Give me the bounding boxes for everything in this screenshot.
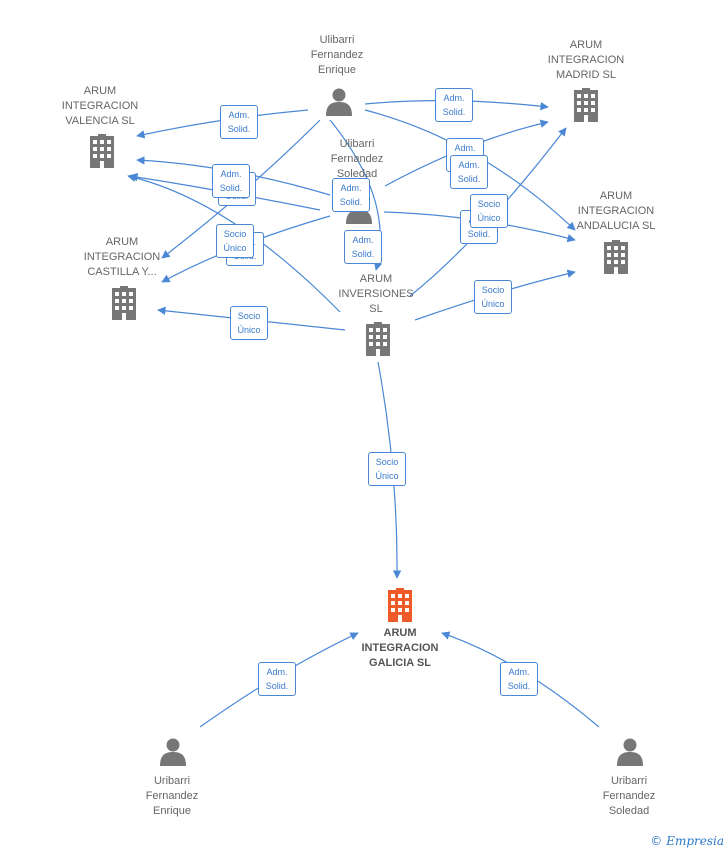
castilla-building-icon[interactable] <box>112 286 136 320</box>
edge-label-socio-unico-14: Socio Único <box>368 452 406 486</box>
edge-label-socio-unico-11: Socio Único <box>470 194 508 228</box>
edge-label-adm-solid-7: Adm. Solid. <box>344 230 382 264</box>
valencia-building-icon[interactable] <box>90 134 114 168</box>
uribarri-enrique-label[interactable]: Uribarri Fernandez Enrique <box>145 775 199 817</box>
edge-label-adm-solid-15: Adm. Solid. <box>258 662 296 696</box>
inversiones-label[interactable]: ARUM INVERSIONES SL <box>338 273 414 315</box>
madrid-building-icon[interactable] <box>574 88 598 122</box>
uribarri-soledad-label[interactable]: Uribarri Fernandez Soledad <box>602 775 656 817</box>
edge-label-socio-unico-12: Socio Único <box>230 306 268 340</box>
edge-label-adm-solid-1: Adm. Solid. <box>435 88 473 122</box>
edge-label-adm-solid-16: Adm. Solid. <box>500 662 538 696</box>
ulibarri-enrique-person-icon[interactable] <box>326 88 352 117</box>
edge-label-socio-unico-10: Socio Único <box>216 224 254 258</box>
galicia-label[interactable]: ARUM INTEGRACION GALICIA SL <box>361 627 439 669</box>
copyright-icon: © <box>650 834 663 848</box>
castilla-label[interactable]: ARUM INTEGRACION CASTILLA Y... <box>83 236 161 278</box>
edge-label-adm-solid-3: Adm. Solid. <box>212 164 250 198</box>
edge-label-adm-solid-6: Adm. Solid. <box>450 155 488 189</box>
ulibarri-enrique-label[interactable]: Ulibarri Fernandez Enrique <box>310 34 364 76</box>
uribarri-enrique-person-icon[interactable] <box>160 738 186 767</box>
ulibarri-soledad-label[interactable]: Ulibarri Fernandez Soledad <box>330 138 384 180</box>
inversiones-building-icon[interactable] <box>366 322 390 356</box>
madrid-label[interactable]: ARUM INTEGRACION MADRID SL <box>547 39 625 81</box>
edge-label-adm-solid-0: Adm. Solid. <box>220 105 258 139</box>
watermark: ©Empresia <box>650 834 724 848</box>
andalucia-building-icon[interactable] <box>604 240 628 274</box>
andalucia-label[interactable]: ARUM INTEGRACION ANDALUCIA SL <box>576 190 656 232</box>
edge-label-socio-unico-13: Socio Único <box>474 280 512 314</box>
valencia-label[interactable]: ARUM INTEGRACION VALENCIA SL <box>61 85 139 127</box>
uribarri-soledad-person-icon[interactable] <box>617 738 643 767</box>
galicia-building-icon[interactable] <box>388 588 412 622</box>
brand-logo: Empresia <box>666 834 724 848</box>
edge-label-adm-solid-4: Adm. Solid. <box>332 178 370 212</box>
edge-13 <box>127 173 341 313</box>
